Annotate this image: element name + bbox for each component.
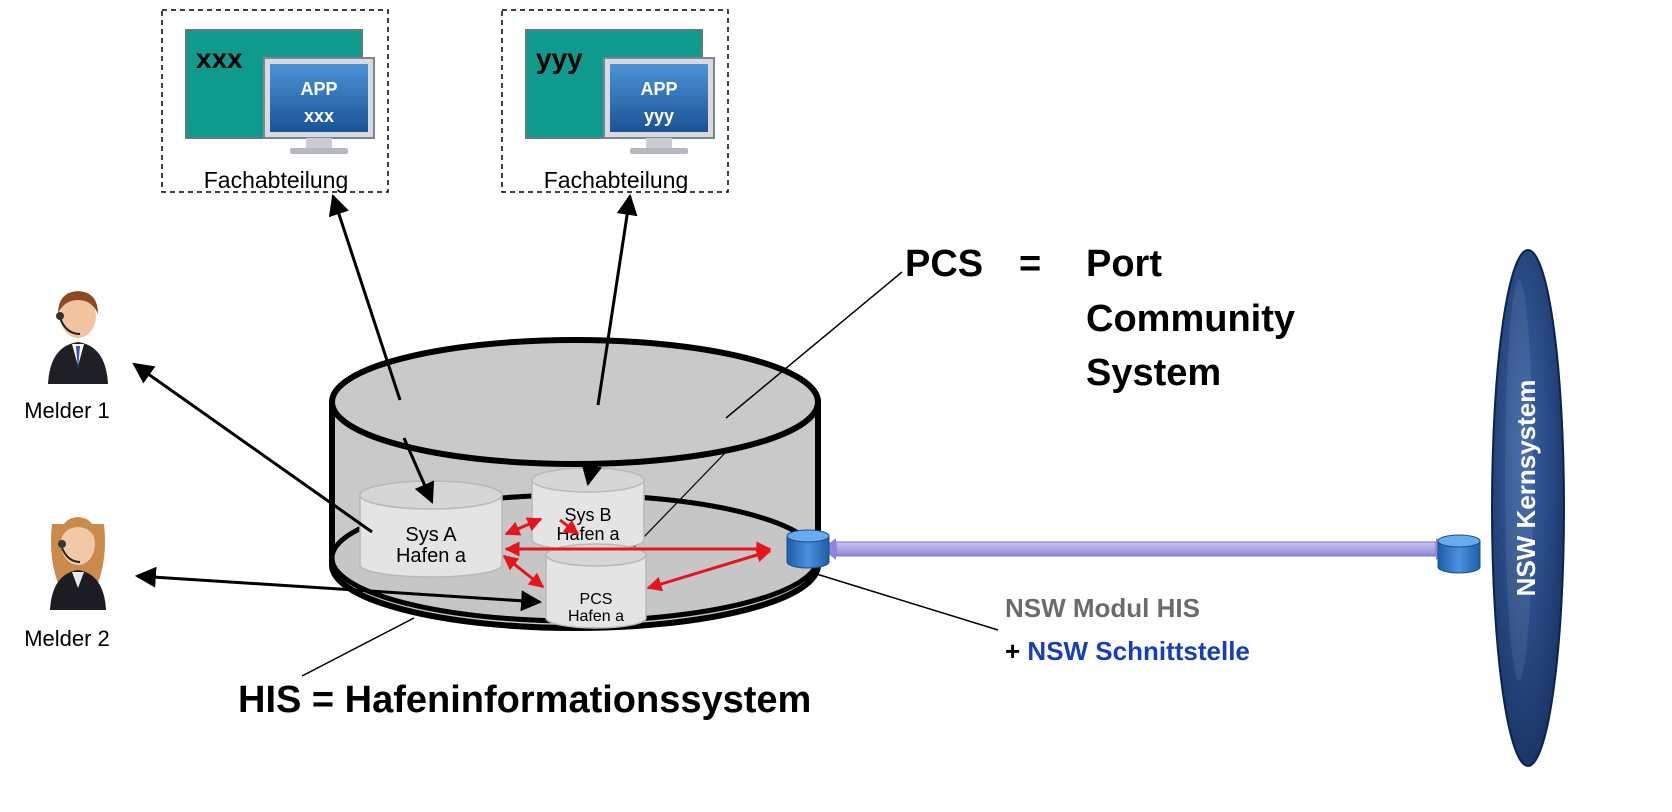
monitor-icon: [185, 29, 375, 154]
department-caption: Fachabteilung: [544, 167, 689, 193]
database-name: PCS: [580, 591, 613, 608]
database-name: Sys A: [405, 524, 457, 546]
schnittstelle-text: NSW Schnittstelle: [1027, 636, 1249, 666]
flow-into-sys-b: [581, 463, 603, 487]
app-subtitle: yyy: [644, 106, 674, 126]
pcs-abbreviation: PCS: [905, 243, 983, 285]
database-name: Sys B: [564, 505, 611, 525]
plus-sign: +: [1005, 636, 1027, 666]
app-title: APP: [640, 79, 677, 99]
database-sys-a: Sys A Hafen a: [359, 480, 503, 578]
flow-to-department-xxx: [328, 194, 402, 401]
nsw-modul-label: NSW Modul HIS: [1005, 593, 1200, 623]
flow-pcs-nsw: [646, 547, 772, 592]
nsw-interface-db-right: [1437, 534, 1481, 574]
pcs-line-2: Community: [1086, 298, 1295, 340]
person-headset-icon: [50, 517, 106, 610]
nsw-schnittstelle-label: + NSW Schnittstelle: [1005, 636, 1250, 666]
nsw-interface-db-left: [786, 529, 830, 569]
database-location: Hafen a: [568, 608, 624, 625]
app-subtitle: xxx: [304, 106, 334, 126]
pcs-line-3: System: [1086, 352, 1221, 394]
monitor-icon: [525, 29, 715, 154]
department-box: [501, 9, 729, 193]
nsw-connector: [822, 538, 1450, 560]
screen-label: xxx: [196, 43, 243, 74]
database-location: Hafen a: [556, 524, 620, 544]
department-yyy: yyy APP yyy Fachabteilung: [501, 9, 729, 193]
his-callout-line: [301, 617, 415, 677]
nsw-kernsystem-label: NSW Kernsystem: [1511, 380, 1541, 597]
pcs-equals: =: [1019, 243, 1041, 285]
nsw-kernsystem: NSW Kernsystem: [1491, 249, 1565, 767]
melder-2: Melder 2: [24, 517, 110, 651]
pcs-callout-line: [725, 271, 903, 419]
screen-label: yyy: [536, 43, 583, 74]
melder-1: Melder 1: [24, 291, 110, 423]
department-xxx: xxx APP xxx Fachabteilung: [161, 9, 389, 193]
flow-sys-a-sys-b: [504, 517, 543, 536]
flow-melder-1: [132, 362, 373, 534]
pcs-line-1: Port: [1086, 243, 1162, 285]
nsw-callout-line: [809, 571, 999, 631]
external-data-flows: [132, 193, 638, 612]
his-definition: HIS = Hafeninformationssystem: [238, 679, 811, 721]
flow-to-department-yyy: [596, 193, 638, 406]
app-title: APP: [300, 79, 337, 99]
person-headset-icon: [48, 291, 108, 384]
database-pcs: PCS Hafen a: [545, 543, 647, 629]
flow-sys-b-inner: [559, 518, 580, 536]
melder-label: Melder 1: [24, 398, 110, 423]
database-location: Hafen a: [396, 545, 467, 567]
flow-melder-2: [134, 566, 543, 612]
flow-into-sys-a: [402, 437, 435, 504]
melder-label: Melder 2: [24, 626, 110, 651]
department-box: [161, 9, 389, 193]
department-caption: Fachabteilung: [204, 167, 349, 193]
pcs-definition: PCS = Port Community System: [905, 243, 1295, 394]
